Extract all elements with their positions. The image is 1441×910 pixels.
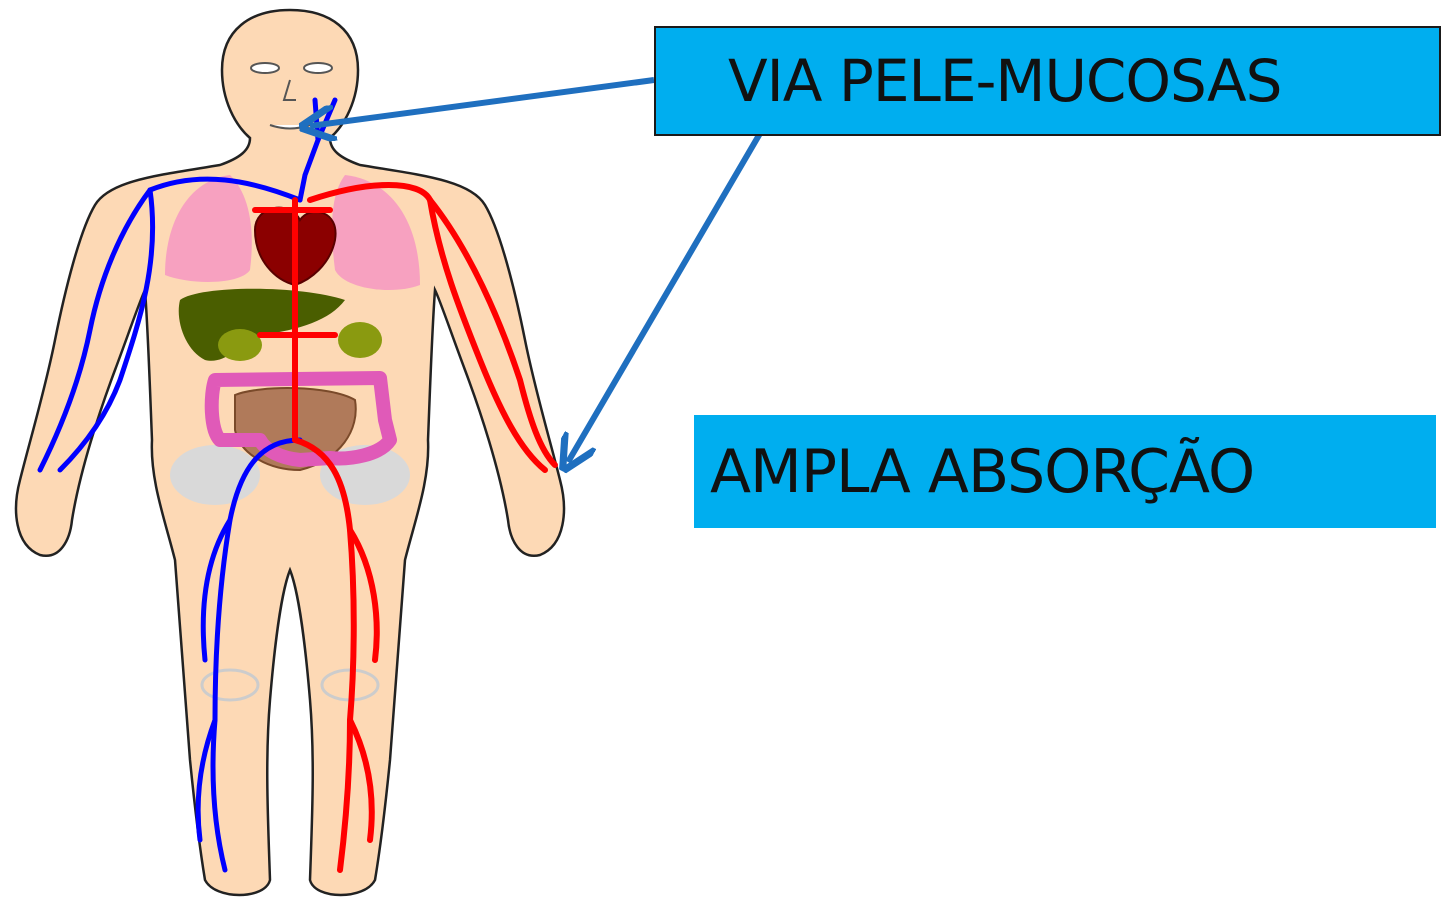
- left-eye: [251, 63, 279, 73]
- left-kidney: [218, 329, 262, 361]
- absorption-label-box: AMPLA ABSORÇÃO: [694, 415, 1436, 528]
- human-figure-icon: [16, 10, 564, 895]
- right-kidney: [338, 322, 382, 358]
- route-label-box: VIA PELE-MUCOSAS: [654, 26, 1441, 136]
- absorption-label: AMPLA ABSORÇÃO: [710, 437, 1254, 507]
- route-label: VIA PELE-MUCOSAS: [728, 47, 1281, 115]
- arrow-to-mouth: [310, 80, 654, 126]
- right-eye: [304, 63, 332, 73]
- arrow-to-arm: [568, 130, 762, 462]
